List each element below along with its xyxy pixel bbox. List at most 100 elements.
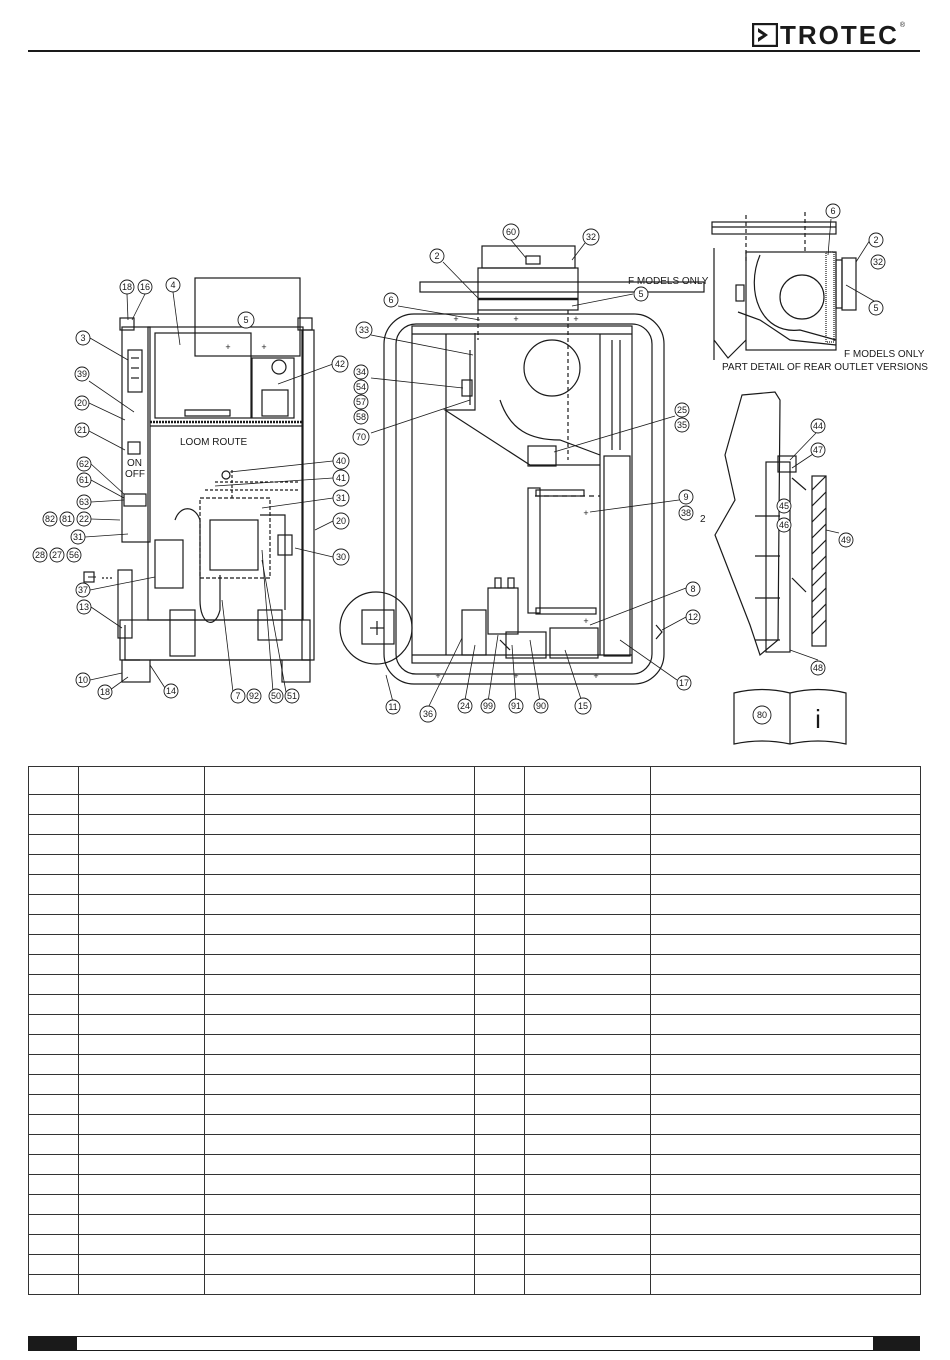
table-cell [474, 1234, 525, 1255]
table-cell [28, 874, 79, 895]
callout-numbers: 18 16 4 5 3 39 20 21 62 61 63 82 81 22 3… [35, 206, 883, 720]
footer-block-right [873, 1337, 919, 1350]
callout-label: 32 [873, 257, 883, 267]
table-row [28, 1154, 921, 1175]
table-cell [650, 1014, 921, 1035]
table-cell [650, 854, 921, 875]
table-cell [524, 1074, 651, 1095]
table-cell [78, 1194, 205, 1215]
callout-label: 70 [356, 432, 366, 442]
table-cell [78, 1094, 205, 1115]
table-row [28, 794, 921, 815]
callout-label: 18 [100, 687, 110, 697]
table-cell [524, 766, 651, 795]
table-cell [204, 1194, 475, 1215]
table-cell [524, 1254, 651, 1275]
table-row [28, 1114, 921, 1135]
table-cell [474, 914, 525, 935]
table-cell [474, 1034, 525, 1055]
table-cell [650, 1054, 921, 1075]
table-cell [28, 814, 79, 835]
table-cell [204, 766, 475, 795]
table-cell [204, 1234, 475, 1255]
table-cell [28, 1014, 79, 1035]
table-cell [524, 1154, 651, 1175]
callout-label: 40 [336, 456, 346, 466]
table-cell [78, 1054, 205, 1075]
left-unit-view [83, 277, 315, 683]
callout-label: 49 [841, 535, 851, 545]
table-cell [28, 1054, 79, 1075]
table-row [28, 814, 921, 835]
table-cell [204, 1174, 475, 1195]
side-panel-detail [714, 391, 827, 657]
table-cell [650, 894, 921, 915]
table-cell [28, 1174, 79, 1195]
table-cell [474, 854, 525, 875]
table-cell [204, 1014, 475, 1035]
table-cell [650, 814, 921, 835]
trotec-logo: TROTEC ® [752, 22, 905, 48]
callout-label: 48 [813, 663, 823, 673]
svg-text:+: + [261, 342, 266, 352]
table-cell [78, 874, 205, 895]
table-row [28, 994, 921, 1015]
callout-label: 51 [287, 691, 297, 701]
table-cell [28, 1074, 79, 1095]
callout-label: 50 [271, 691, 281, 701]
table-cell [650, 914, 921, 935]
trotec-arrow-icon [752, 23, 778, 47]
table-cell [474, 766, 525, 795]
table-cell [28, 974, 79, 995]
table-cell [650, 874, 921, 895]
table-cell [524, 814, 651, 835]
table-cell [650, 1214, 921, 1235]
table-row [28, 1234, 921, 1255]
table-cell [78, 794, 205, 815]
table-row [28, 1054, 921, 1075]
table-cell [78, 954, 205, 975]
callout-label: 4 [170, 280, 175, 290]
table-cell [204, 1114, 475, 1135]
svg-text:+: + [513, 314, 518, 324]
table-cell [474, 1174, 525, 1195]
rear-outlet-detail [711, 212, 857, 360]
table-cell [28, 1134, 79, 1155]
callout-label: 28 [35, 550, 45, 560]
table-cell [28, 1094, 79, 1115]
table-row [28, 974, 921, 995]
callout-label: 58 [356, 412, 366, 422]
table-cell [650, 1194, 921, 1215]
callout-label: 14 [166, 686, 176, 696]
table-cell [28, 954, 79, 975]
table-row [28, 914, 921, 935]
table-cell [78, 834, 205, 855]
table-cell [650, 954, 921, 975]
f-models-label-detail: F MODELS ONLY [844, 349, 925, 360]
callout-label: 38 [681, 508, 691, 518]
svg-text:+: + [453, 314, 458, 324]
svg-text:+: + [513, 671, 518, 681]
table-cell [650, 1134, 921, 1155]
table-cell [474, 874, 525, 895]
table-cell [78, 1114, 205, 1135]
table-row [28, 1034, 921, 1055]
table-cell [474, 834, 525, 855]
table-row [28, 1254, 921, 1275]
brand-name: TROTEC [780, 20, 899, 50]
callout-label: 63 [79, 497, 89, 507]
table-cell [524, 874, 651, 895]
callout-label: 15 [578, 701, 588, 711]
callout-label: 11 [388, 702, 397, 712]
callout-circles [32, 203, 886, 725]
table-cell [524, 1114, 651, 1135]
callout-label: 60 [506, 227, 516, 237]
callout-label: 47 [813, 445, 823, 455]
table-cell [474, 1254, 525, 1275]
table-cell [524, 854, 651, 875]
table-cell [204, 1154, 475, 1175]
part-detail-label: PART DETAIL OF REAR OUTLET VERSIONS [722, 362, 928, 373]
table-cell [650, 994, 921, 1015]
table-cell [524, 994, 651, 1015]
table-cell [524, 1214, 651, 1235]
